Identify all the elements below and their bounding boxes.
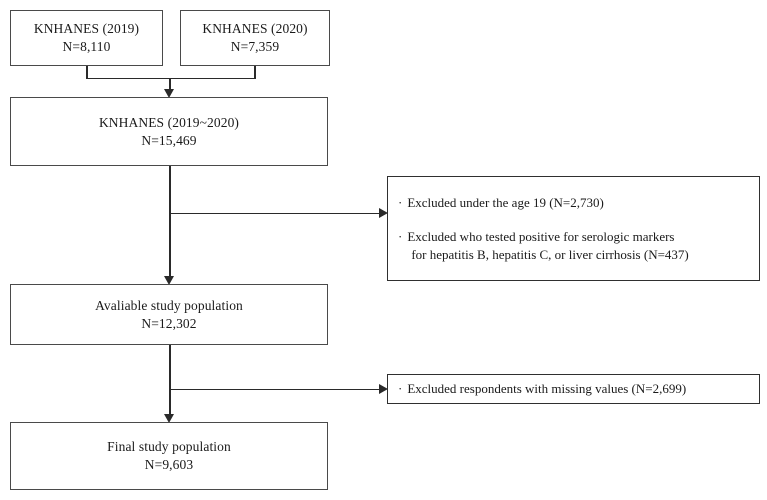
node-final-count: N=9,603 <box>144 457 194 472</box>
node-final-study-population: Final study population N=9,603 <box>10 422 328 490</box>
connector-2019-down <box>86 66 88 79</box>
arrowhead-down-to-available <box>164 276 175 285</box>
connector-merge-bar <box>86 77 255 79</box>
exclusion-item-serologic-text: Excluded who tested positive for serolog… <box>407 228 751 263</box>
node-final-title: Final study population <box>107 439 231 455</box>
node-knhanes-2020-title: KNHANES (2020) <box>202 21 308 37</box>
connector-combined-to-available <box>169 166 171 278</box>
node-knhanes-combined-count: N=15,469 <box>141 132 197 148</box>
node-knhanes-combined-title: KNHANES (2019~2020) <box>98 114 240 130</box>
exclusion-item-serologic: · Excluded who tested positive for serol… <box>398 228 751 263</box>
bullet-icon: · <box>398 381 403 397</box>
bullet-icon: · <box>398 194 403 210</box>
exclusion-item-missing-text: Excluded respondents with missing values… <box>407 381 687 397</box>
node-available-title: Avaliable study population <box>95 297 243 313</box>
node-available-count: N=12,302 <box>141 315 197 331</box>
exclusion-spacer <box>398 211 751 228</box>
node-knhanes-2020-count: N=7,359 <box>230 39 280 54</box>
connector-branch-to-exclusion-2 <box>169 388 381 390</box>
arrowhead-right-to-exclusion-1 <box>379 207 388 218</box>
connector-available-to-final <box>169 345 171 416</box>
arrowhead-down-to-final <box>164 414 175 423</box>
exclusion-item-serologic-line1: Excluded who tested positive for serolog… <box>407 229 675 245</box>
exclusion-box-2: · Excluded respondents with missing valu… <box>387 374 760 404</box>
connector-branch-to-exclusion-1 <box>169 212 381 214</box>
connector-2020-down <box>254 66 256 79</box>
node-available-study-population: Avaliable study population N=12,302 <box>10 284 328 345</box>
node-knhanes-2019-title: KNHANES (2019) <box>33 21 140 37</box>
exclusion-item-age: · Excluded under the age 19 (N=2,730) <box>398 194 751 212</box>
arrowhead-down-to-combined <box>164 89 175 98</box>
connector-merge-stem <box>169 77 171 92</box>
exclusion-item-missing: · Excluded respondents with missing valu… <box>398 380 751 398</box>
node-knhanes-2019-count: N=8,110 <box>62 39 111 54</box>
node-knhanes-2020: KNHANES (2020) N=7,359 <box>180 10 330 66</box>
node-knhanes-combined: KNHANES (2019~2020) N=15,469 <box>10 97 328 166</box>
bullet-icon: · <box>398 229 403 245</box>
exclusion-item-serologic-line2: for hepatitis B, hepatitis C, or liver c… <box>411 246 689 262</box>
exclusion-item-age-text: Excluded under the age 19 (N=2,730) <box>407 194 604 210</box>
arrowhead-right-to-exclusion-2 <box>379 383 388 394</box>
node-knhanes-2019: KNHANES (2019) N=8,110 <box>10 10 163 66</box>
exclusion-box-1: · Excluded under the age 19 (N=2,730) · … <box>387 176 760 281</box>
